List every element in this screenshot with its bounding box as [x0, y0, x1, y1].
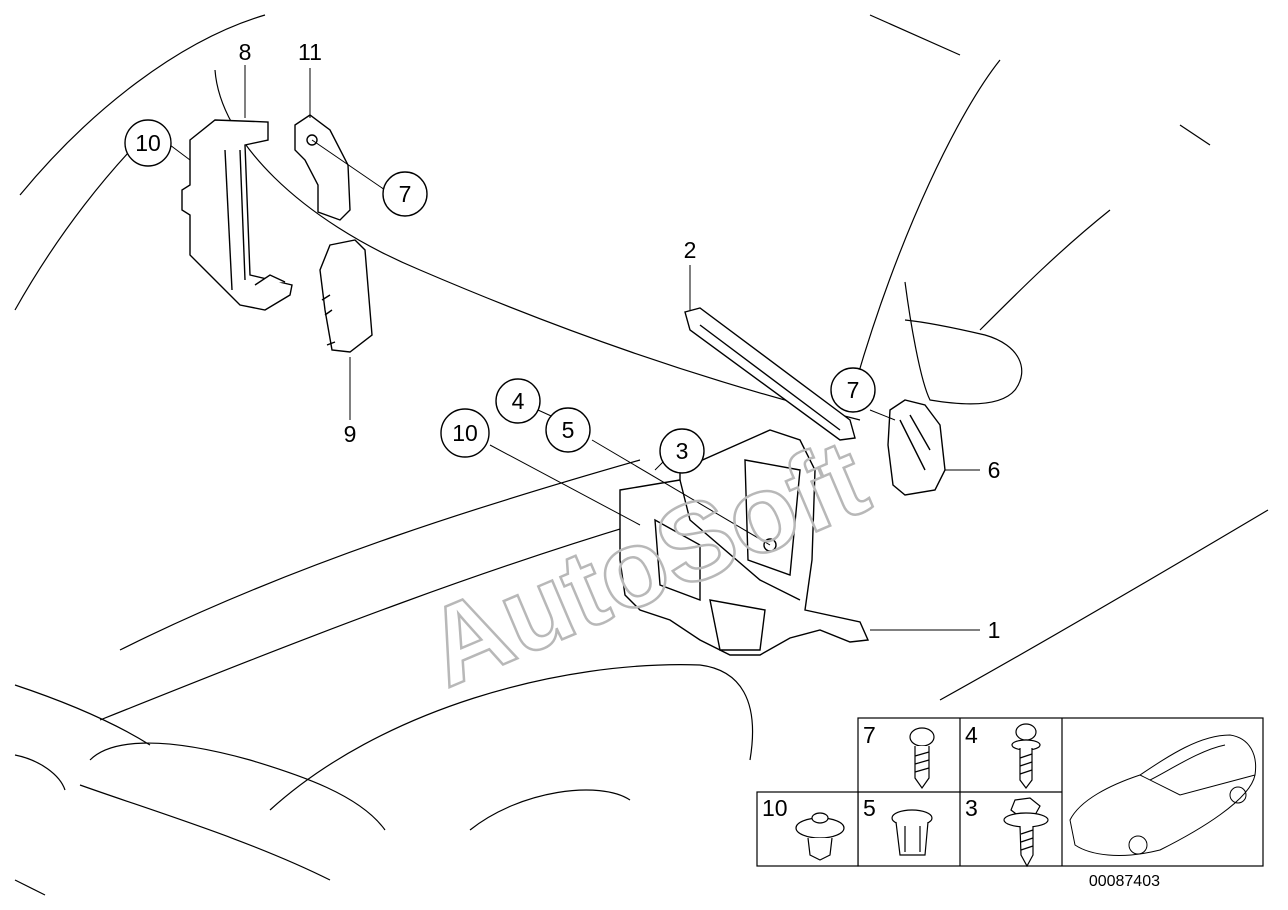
callout-5: 5 — [545, 407, 591, 453]
svg-text:10: 10 — [135, 130, 161, 156]
callout-10-top: 10 — [124, 119, 172, 167]
svg-text:4: 4 — [965, 722, 978, 748]
svg-text:10: 10 — [452, 420, 478, 446]
label-2: 2 — [684, 237, 697, 263]
strip-part-2 — [684, 307, 856, 441]
svg-text:3: 3 — [676, 438, 689, 464]
cover-part-9 — [319, 239, 373, 353]
legend-cell-4: 4 — [965, 722, 1041, 789]
screw-4-icon — [1011, 723, 1041, 789]
callout-10-mid: 10 — [440, 408, 490, 458]
legend-cell-3: 3 — [965, 795, 1049, 868]
label-6: 6 — [988, 457, 1001, 483]
clip-10-icon — [795, 812, 845, 861]
car-silhouette-icon — [1069, 734, 1257, 856]
legend-cell-5: 5 — [863, 795, 933, 856]
pillar-trim-part-8 — [181, 119, 293, 311]
legend-cell-7: 7 — [863, 722, 935, 790]
svg-text:10: 10 — [762, 795, 788, 821]
screw-7-icon — [909, 727, 935, 790]
svg-text:7: 7 — [399, 181, 412, 207]
callout-7-top: 7 — [382, 171, 428, 217]
svg-text:5: 5 — [863, 795, 876, 821]
svg-text:5: 5 — [562, 417, 575, 443]
label-8: 8 — [239, 39, 252, 65]
svg-text:3: 3 — [965, 795, 978, 821]
callout-7-right: 7 — [830, 367, 876, 413]
callout-3: 3 — [659, 428, 705, 474]
label-11: 11 — [298, 39, 322, 65]
svg-text:7: 7 — [847, 377, 860, 403]
diagram-number: 00087403 — [1089, 873, 1160, 890]
legend-cell-car — [1069, 734, 1257, 856]
svg-text:4: 4 — [512, 388, 525, 414]
legend-cell-10: 10 — [762, 795, 845, 861]
bracket-part-6 — [887, 399, 946, 496]
fastener-legend — [756, 717, 1264, 867]
svg-text:7: 7 — [863, 722, 876, 748]
label-9: 9 — [344, 421, 357, 447]
bracket-part-11 — [294, 114, 351, 221]
car-body-outline — [14, 14, 1269, 896]
callout-4: 4 — [495, 378, 541, 424]
bolt-3-icon — [1003, 797, 1049, 868]
label-1: 1 — [988, 617, 1001, 643]
nut-5-icon — [891, 809, 933, 856]
